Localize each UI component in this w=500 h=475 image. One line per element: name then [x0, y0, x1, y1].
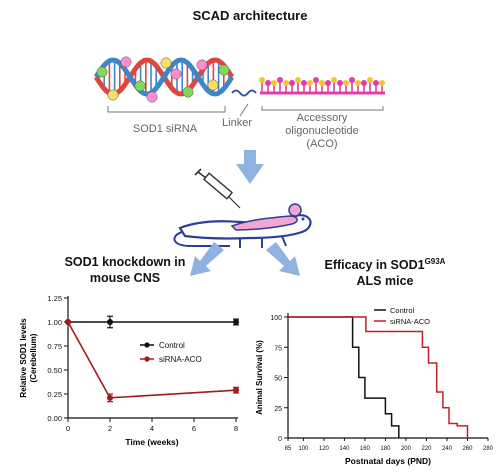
- efficacy-title: Efficacy in SOD1G93A ALS mice: [285, 254, 485, 289]
- sirna-double-helix: [93, 56, 235, 103]
- linker-label: Linker: [222, 117, 252, 129]
- x-tick-label: 240: [442, 446, 453, 452]
- y-tick-label: 0: [278, 436, 282, 443]
- survival-curve: [288, 316, 469, 438]
- efficacy-title-text: Efficacy in SOD1: [324, 258, 425, 273]
- legend-label: siRNA-ACO: [159, 355, 202, 364]
- y-tick-label: 0.00: [47, 414, 62, 423]
- legend-label: siRNA-ACO: [390, 317, 430, 326]
- efficacy-title-superscript: G93A: [424, 257, 446, 266]
- down-arrow-icon: [236, 150, 264, 184]
- survival-curve: [288, 316, 400, 438]
- syringe-icon: [194, 168, 241, 209]
- y-tick-label: 0.75: [47, 342, 62, 351]
- x-axis-label: Postnatal days (PND): [345, 456, 431, 466]
- legend-marker: [144, 342, 150, 348]
- data-point: [107, 319, 113, 325]
- linker-connector: [231, 89, 257, 97]
- sirna-bracket: [107, 106, 226, 113]
- efficacy-title-line-2: ALS mice: [356, 274, 414, 289]
- y-tick-label: 25: [274, 406, 282, 413]
- series-line: [67, 321, 237, 399]
- y-tick-label: 1.00: [47, 318, 62, 327]
- y-tick-label: 75: [274, 345, 282, 352]
- scad-architecture-diagram: SOD1 siRNA Linker Accessory oligonucleot…: [93, 56, 385, 150]
- page-title: SCAD architecture: [192, 8, 308, 23]
- linker-pointer: [239, 103, 249, 117]
- aco-label-line-2: oligonucleotide: [285, 125, 358, 137]
- x-tick-label: 160: [360, 446, 371, 452]
- x-tick-label: 85: [285, 446, 292, 452]
- survival-chart: 0 25 50 75 100 85 100 120 140 160 180 200 220 240 260 2…: [255, 306, 494, 466]
- legend-label: Control: [159, 341, 185, 350]
- knockdown-title-line-2: mouse CNS: [89, 271, 161, 285]
- x-tick-label: 6: [192, 424, 196, 433]
- x-tick-label: 0: [66, 424, 70, 433]
- data-point: [107, 394, 113, 401]
- x-tick-label: 100: [298, 446, 309, 452]
- x-tick-label: 180: [380, 446, 391, 452]
- y-tick-label: 50: [274, 376, 282, 383]
- x-tick-label: 260: [462, 446, 473, 452]
- x-tick-label: 120: [319, 446, 330, 452]
- x-tick-label: 4: [150, 424, 154, 433]
- y-axis-label: Animal Survival (%): [255, 340, 264, 415]
- legend-marker: [144, 356, 150, 362]
- y-axis-label: Relative SOD1 levels: [19, 318, 28, 398]
- x-tick-label: 8: [234, 424, 238, 433]
- x-tick-label: 140: [339, 446, 350, 452]
- y-tick-label: 1.25: [47, 294, 62, 303]
- aco-label-line-1: Accessory: [297, 112, 348, 124]
- aco-strand: [259, 77, 385, 95]
- aco-label-line-3: (ACO): [306, 138, 337, 150]
- x-tick-label: 280: [483, 446, 494, 452]
- aco-label: Accessory oligonucleotide (ACO): [285, 112, 358, 150]
- knockdown-title-line-1: SOD1 knockdown in: [64, 255, 186, 269]
- left-arrow-icon: [190, 242, 224, 276]
- workflow-illustration: [173, 150, 312, 276]
- data-point: [233, 387, 239, 394]
- legend-label: Control: [390, 306, 415, 315]
- y-tick-label: 100: [270, 315, 282, 322]
- data-point: [65, 319, 71, 325]
- x-tick-label: 2: [108, 424, 112, 433]
- data-point: [233, 319, 239, 325]
- y-tick-label: 0.25: [47, 390, 62, 399]
- y-tick-label: 0.50: [47, 366, 62, 375]
- x-tick-label: 220: [421, 446, 432, 452]
- knockdown-title: SOD1 knockdown in mouse CNS: [30, 254, 220, 286]
- x-axis-label: Time (weeks): [125, 437, 178, 447]
- right-arrow-icon: [266, 242, 300, 276]
- x-tick-label: 200: [401, 446, 412, 452]
- aco-bracket: [261, 106, 384, 111]
- mouse-icon: [173, 203, 312, 248]
- y-axis-sublabel: (Cerebellum): [29, 333, 38, 382]
- sirna-label: SOD1 siRNA: [133, 123, 198, 135]
